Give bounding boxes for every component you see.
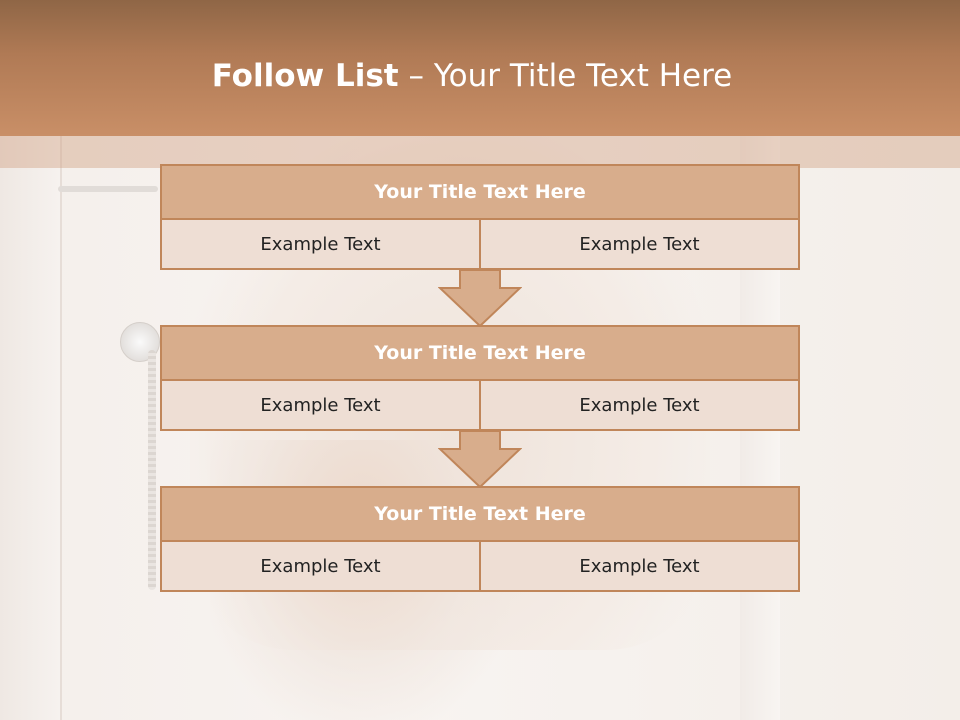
- list-block-1[interactable]: Your Title Text Here Example Text Exampl…: [160, 164, 800, 270]
- block-row: Example Text Example Text: [160, 220, 800, 270]
- title-bar-fade: [0, 136, 960, 168]
- block-title[interactable]: Your Title Text Here: [160, 164, 800, 220]
- shower-hose: [148, 350, 156, 590]
- block-cell-left[interactable]: Example Text: [160, 381, 481, 431]
- block-cell-right[interactable]: Example Text: [481, 220, 800, 270]
- slide-title[interactable]: Follow List – Your Title Text Here: [0, 56, 944, 96]
- block-row: Example Text Example Text: [160, 381, 800, 431]
- towel-rail: [58, 186, 158, 192]
- shower-door: [0, 130, 62, 720]
- slide-title-rest: – Your Title Text Here: [398, 58, 733, 94]
- block-cell-left[interactable]: Example Text: [160, 220, 481, 270]
- block-title[interactable]: Your Title Text Here: [160, 325, 800, 381]
- list-block-3[interactable]: Your Title Text Here Example Text Exampl…: [160, 486, 800, 592]
- block-title[interactable]: Your Title Text Here: [160, 486, 800, 542]
- block-row: Example Text Example Text: [160, 542, 800, 592]
- block-cell-right[interactable]: Example Text: [481, 381, 800, 431]
- block-cell-left[interactable]: Example Text: [160, 542, 481, 592]
- block-cell-right[interactable]: Example Text: [481, 542, 800, 592]
- list-block-2[interactable]: Your Title Text Here Example Text Exampl…: [160, 325, 800, 431]
- slide-title-bold: Follow List: [211, 58, 399, 94]
- title-bar: [0, 0, 960, 136]
- down-arrow-icon: [438, 270, 522, 328]
- down-arrow-icon: [438, 431, 522, 489]
